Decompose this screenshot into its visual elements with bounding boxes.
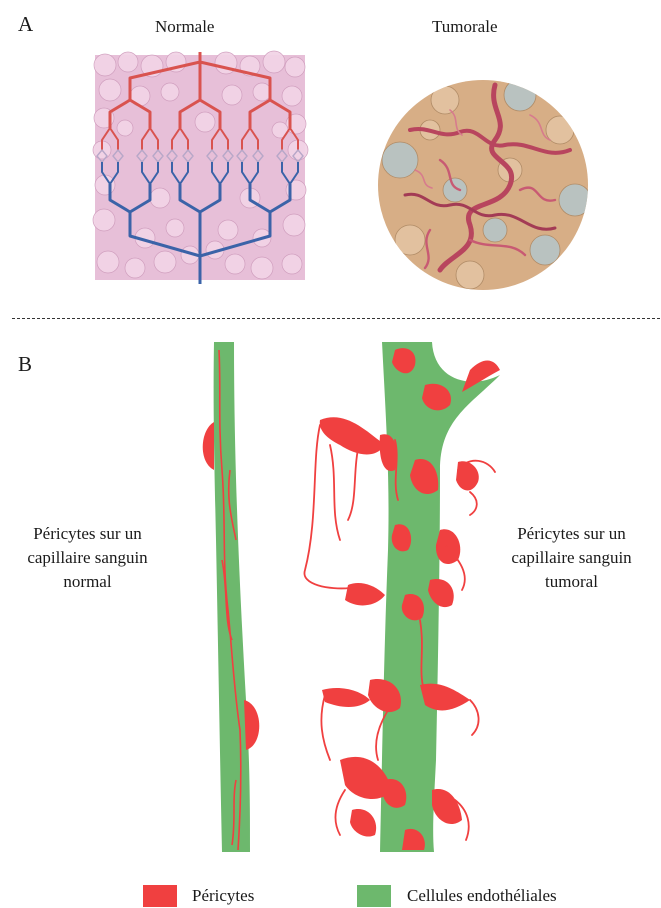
legend-endothelial-label: Cellules endothéliales — [407, 885, 557, 906]
tumor-tissue-sphere — [378, 79, 591, 290]
normal-pericyte-bottom — [244, 700, 259, 750]
normal-capillary — [203, 342, 260, 852]
normal-pericyte-top — [203, 422, 214, 470]
legend-pericyte-label: Péricytes — [192, 885, 254, 906]
legend-endothelial-swatch — [357, 885, 391, 907]
legend-pericyte-swatch — [143, 885, 177, 907]
